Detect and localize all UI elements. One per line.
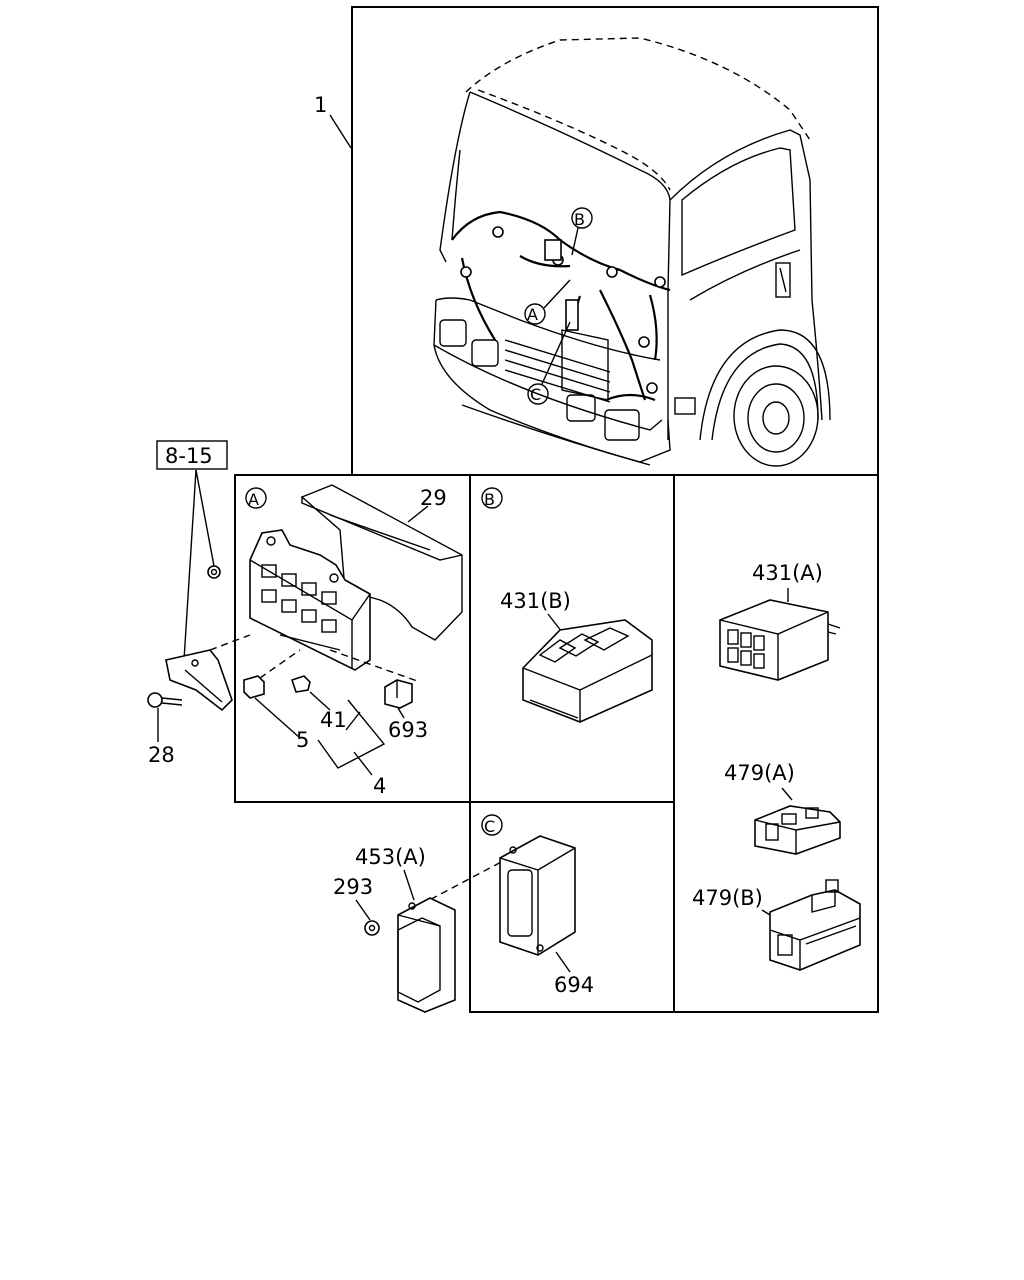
nut-small (207, 565, 221, 579)
bolt (147, 692, 183, 708)
callout-nut: 293 (333, 875, 373, 899)
section-c-marker-text: C (484, 817, 495, 836)
callout-ecu-bracket: 453(A) (355, 845, 426, 869)
control-unit (499, 835, 576, 956)
relay (384, 679, 413, 709)
connector-479a (754, 805, 841, 855)
section-c-marker: C (481, 814, 503, 836)
callout-connector-479b: 479(B) (692, 886, 763, 910)
callout-cover: 29 (420, 486, 447, 510)
marker-a-top-text: A (527, 305, 538, 324)
marker-a-top: A (524, 279, 571, 325)
bracket (165, 649, 233, 712)
connector-431a (719, 599, 841, 681)
callout-fuse-small: 41 (320, 708, 347, 732)
truck-cab-illustration (433, 37, 831, 467)
callout-fuse: 5 (296, 728, 309, 752)
section-b-marker: B (481, 487, 503, 509)
connector-431b (522, 619, 653, 723)
callout-cab: 1 (314, 93, 327, 117)
nut (364, 920, 380, 936)
callout-relay-block: 4 (373, 774, 386, 798)
ref-box-label: 8-15 (165, 444, 213, 468)
connector-479b (769, 879, 861, 971)
marker-b-top: B (571, 207, 593, 256)
ref-box (156, 440, 228, 470)
callout-control-unit: 694 (554, 973, 594, 997)
callout-connector-431a: 431(A) (752, 561, 823, 585)
callout-connector-431b: 431(B) (500, 589, 571, 613)
fuse (243, 675, 265, 699)
ecu-bracket (397, 897, 456, 1013)
marker-c-top-text: C (530, 385, 541, 404)
marker-c-top: C (527, 321, 571, 405)
marker-b-top-text: B (574, 210, 585, 229)
callout-bolt: 28 (148, 743, 175, 767)
relay-block (249, 529, 371, 671)
section-a-marker-text: A (248, 490, 259, 509)
section-a-marker: A (245, 487, 267, 509)
fuse-small (290, 675, 311, 693)
section-b-marker-text: B (484, 490, 495, 509)
frame-lines (234, 6, 879, 1013)
relay-cover (300, 484, 463, 641)
callout-relay: 693 (388, 718, 428, 742)
callout-connector-479a: 479(A) (724, 761, 795, 785)
